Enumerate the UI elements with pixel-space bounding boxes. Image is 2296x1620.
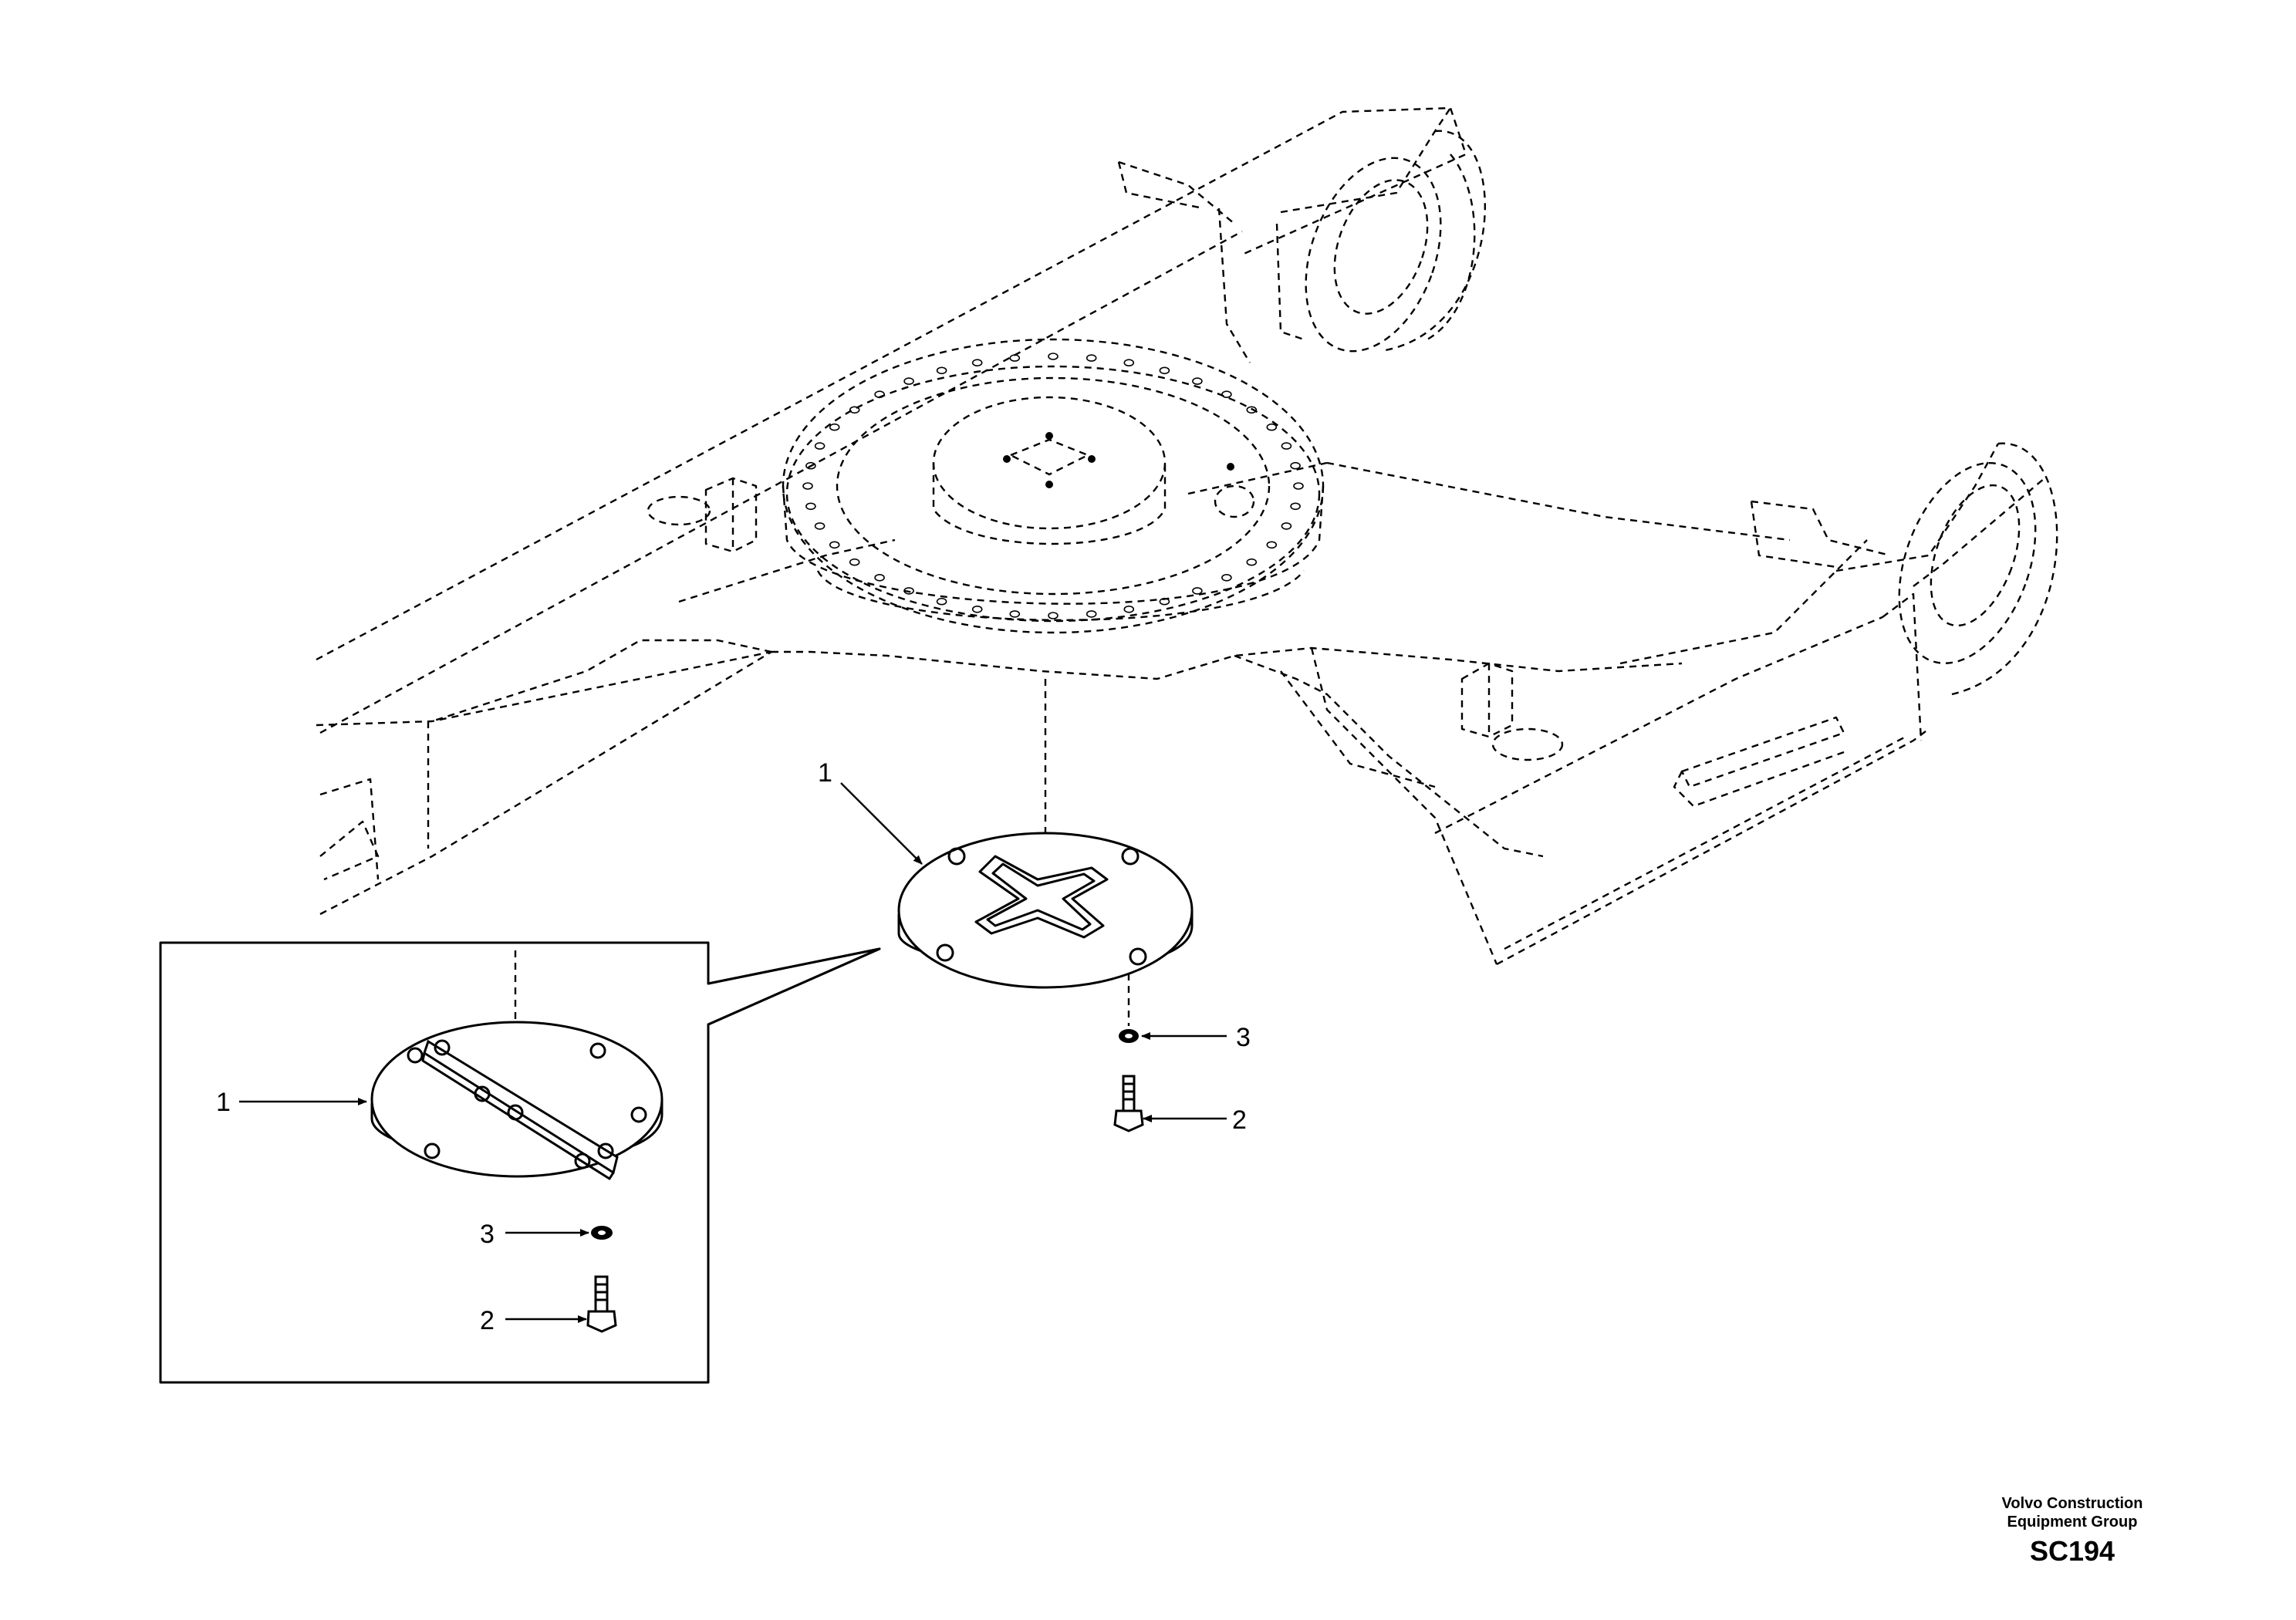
ring-bolt-hole [805, 461, 816, 470]
ring-bolt-hole [874, 573, 885, 582]
inset-callout-bolt: 2 [480, 1306, 495, 1335]
figure-code: SC194 [2029, 1535, 2115, 1567]
ring-bolt-hole [1266, 541, 1278, 549]
ring-bolt-hole [936, 366, 947, 375]
ring-bolt-hole [1086, 354, 1097, 362]
inset-callout-washer: 3 [480, 1220, 495, 1249]
ring-bolt-hole [1266, 423, 1278, 431]
ring-bolt-hole [874, 390, 885, 399]
callout-bolt: 2 [1232, 1105, 1247, 1135]
credit-company: Volvo Construction [2001, 1495, 2143, 1512]
ring-bolt-hole [903, 377, 914, 385]
inset-callout-plate: 1 [216, 1088, 231, 1117]
ring-bolt-hole [829, 541, 840, 549]
ring-bolt-hole [971, 359, 983, 367]
ring-bolt-hole [829, 423, 840, 431]
ring-bolt-hole [814, 442, 826, 450]
ring-bolt-hole [936, 597, 947, 606]
ring-bolt-hole [1159, 366, 1170, 375]
ring-bolt-hole [1293, 482, 1304, 490]
ring-bolt-hole [1290, 461, 1301, 470]
washer [1119, 1029, 1139, 1043]
ring-bolt-hole [1290, 502, 1301, 511]
ring-bolt-hole [1123, 359, 1135, 367]
ring-bolt-hole [1048, 612, 1059, 619]
credit-group: Equipment Group [2007, 1514, 2138, 1531]
ring-bolt-hole [1192, 377, 1203, 385]
ring-bolt-hole [849, 558, 860, 566]
detail-inset: 1 3 2 [159, 941, 881, 1384]
undercarriage-frame [316, 106, 2058, 966]
ring-bolt-hole [849, 406, 860, 414]
leader-plate [840, 782, 923, 865]
ring-bolt-hole [1009, 610, 1021, 618]
ring-bolt-hole [971, 605, 983, 613]
ring-bolt-hole [1246, 406, 1258, 414]
callout-washer: 3 [1236, 1023, 1251, 1052]
ring-bolt-hole [1281, 442, 1292, 450]
ring-bolt-hole [1123, 605, 1135, 613]
ring-bolt-hole [1281, 522, 1292, 530]
ring-bolt-hole [814, 522, 826, 530]
ring-bolt-hole [903, 587, 914, 595]
cover-plate [897, 832, 1194, 989]
ring-bolt-hole [1086, 610, 1097, 618]
callout-plate: 1 [818, 758, 832, 788]
ring-bolt-hole [1159, 597, 1170, 606]
ring-bolt-hole [802, 482, 813, 490]
bolt [1113, 1075, 1144, 1132]
ring-bolt-hole [1192, 587, 1203, 595]
ring-bolt-hole [805, 502, 816, 511]
ring-bolt-hole [1246, 558, 1258, 566]
ring-bolt-hole [1221, 390, 1232, 399]
ring-bolt-hole [1221, 573, 1232, 582]
ring-bolt-hole [1048, 353, 1059, 360]
ring-bolt-hole [1009, 354, 1021, 362]
